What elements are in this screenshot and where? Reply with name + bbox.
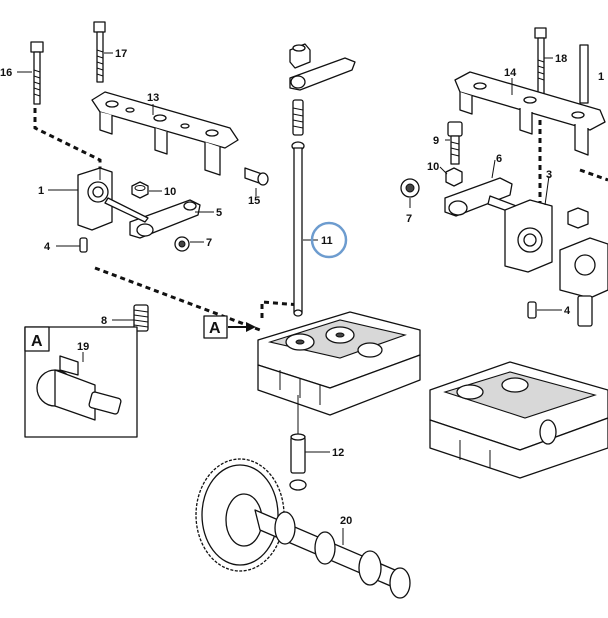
detail-box-a: A bbox=[24, 326, 138, 438]
rocker-support-1 bbox=[77, 167, 113, 231]
bolt-16 bbox=[30, 41, 44, 105]
callout-4-right: 4 bbox=[564, 305, 571, 317]
right-assembly bbox=[400, 27, 608, 479]
camshaft-20 bbox=[195, 458, 411, 599]
tappet-12 bbox=[289, 395, 307, 491]
callout-7-left: 7 bbox=[206, 237, 212, 249]
callout-16: 16 bbox=[0, 67, 12, 79]
detail-marker: A bbox=[31, 333, 43, 350]
callout-13: 13 bbox=[147, 92, 159, 104]
callout-19: 19 bbox=[77, 341, 89, 353]
callout-3: 3 bbox=[546, 169, 552, 181]
callout-6: 6 bbox=[496, 153, 502, 165]
callout-1-right: 1 bbox=[598, 71, 604, 83]
callout-15: 15 bbox=[248, 195, 260, 207]
bolt-17 bbox=[93, 21, 106, 83]
callout-11: 11 bbox=[321, 235, 333, 247]
callout-20: 20 bbox=[340, 515, 352, 527]
callout-1: 1 bbox=[38, 185, 44, 197]
cylinder-head-center bbox=[257, 311, 421, 416]
rocker-bracket-13 bbox=[91, 91, 239, 176]
callout-17: 17 bbox=[115, 48, 127, 60]
callout-12: 12 bbox=[332, 447, 344, 459]
callout-8: 8 bbox=[101, 315, 107, 327]
callout-9: 9 bbox=[433, 135, 439, 147]
callout-5: 5 bbox=[216, 207, 222, 219]
pin-4-left bbox=[79, 237, 88, 253]
rocker-arm-top bbox=[289, 43, 356, 91]
callout-7-right: 7 bbox=[406, 213, 412, 225]
callout-10-left: 10 bbox=[164, 186, 176, 198]
nut-10-left bbox=[131, 181, 149, 199]
highlight-circle bbox=[310, 221, 348, 259]
callout-10-right: 10 bbox=[427, 161, 439, 173]
view-marker-a: A bbox=[203, 315, 256, 339]
callout-14: 14 bbox=[504, 67, 517, 79]
plug-15 bbox=[244, 167, 269, 186]
leader-lines bbox=[17, 52, 562, 545]
callout-labels: 16 17 13 15 1 10 5 7 4 8 11 12 20 19 14 … bbox=[0, 48, 604, 527]
view-marker-label: A bbox=[209, 320, 221, 337]
seal-7-left bbox=[174, 236, 190, 252]
callout-18: 18 bbox=[555, 53, 567, 65]
rocker-arm-5 bbox=[104, 197, 201, 239]
adjust-screw-8 bbox=[133, 304, 149, 332]
callout-4-left: 4 bbox=[44, 241, 51, 253]
pushrod-11 bbox=[291, 99, 305, 317]
